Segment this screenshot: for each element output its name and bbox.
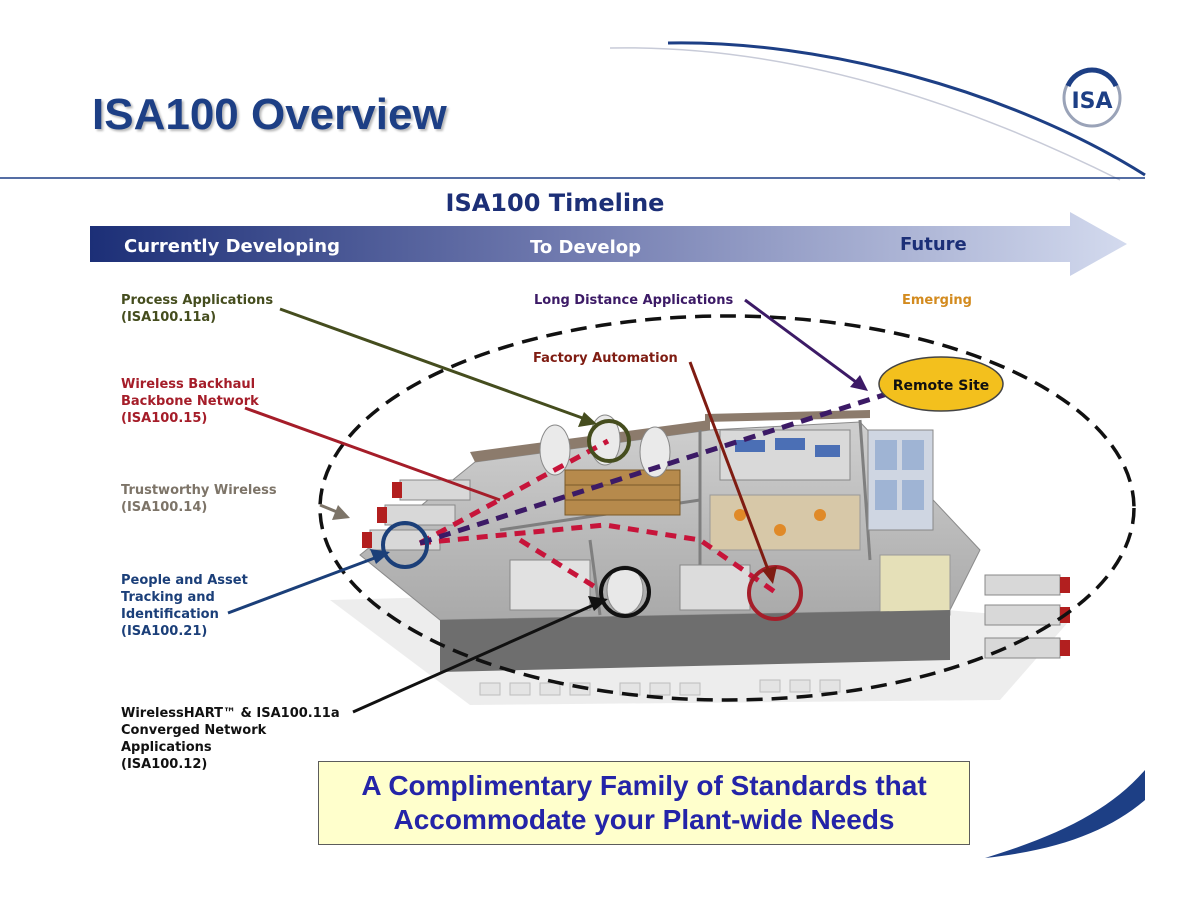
summary-callout: A Complimentary Family of Standards that… <box>318 761 970 845</box>
process-highlight-circle <box>587 419 631 463</box>
label-wirelesshart-converged: WirelessHART™ & ISA100.11a Converged Net… <box>121 706 344 772</box>
callout-arrows <box>227 298 868 714</box>
backhaul-dashed-links <box>418 438 777 595</box>
remote-site-badge <box>878 356 1004 412</box>
label-wireless-backhaul: Wireless Backhaul Backbone Network (ISA1… <box>121 377 263 426</box>
label-trustworthy-wireless: Trustworthy Wireless (ISA100.14) <box>121 483 281 515</box>
label-process-applications: Process Applications (ISA100.11a) <box>121 293 278 325</box>
timeline-title: ISA100 Timeline <box>446 189 665 217</box>
timeline-stage-to-develop: To Develop <box>530 237 641 258</box>
remote-site-label: Remote Site <box>893 378 990 394</box>
page-title: ISA100 Overview <box>92 90 447 139</box>
isa-logo: ISA <box>1062 67 1122 128</box>
callout-line-1: A Complimentary Family of Standards that <box>361 770 927 801</box>
timeline-stage-future: Future <box>900 234 967 255</box>
bottom-swoosh-decoration <box>985 770 1145 858</box>
plant-illustration <box>330 410 1070 705</box>
plant-boundary-ellipse <box>318 314 1136 702</box>
converged-network-highlight-circle <box>599 566 651 618</box>
swoosh-decoration-light <box>609 47 1121 181</box>
label-people-asset-tracking: People and Asset Tracking and Identifica… <box>121 573 252 639</box>
callout-line-2: Accommodate your Plant-wide Needs <box>393 804 895 835</box>
label-long-distance: Long Distance Applications <box>534 293 733 308</box>
timeline-stage-currently-developing: Currently Developing <box>124 236 340 257</box>
timeline-arrow <box>90 212 1127 276</box>
label-emerging: Emerging <box>902 293 972 308</box>
isa-logo-text: ISA <box>1071 89 1112 114</box>
swoosh-decoration <box>667 41 1146 177</box>
label-factory-automation: Factory Automation <box>533 351 678 366</box>
people-tracking-highlight-circle <box>381 521 429 569</box>
long-distance-dashed-link <box>419 390 891 546</box>
